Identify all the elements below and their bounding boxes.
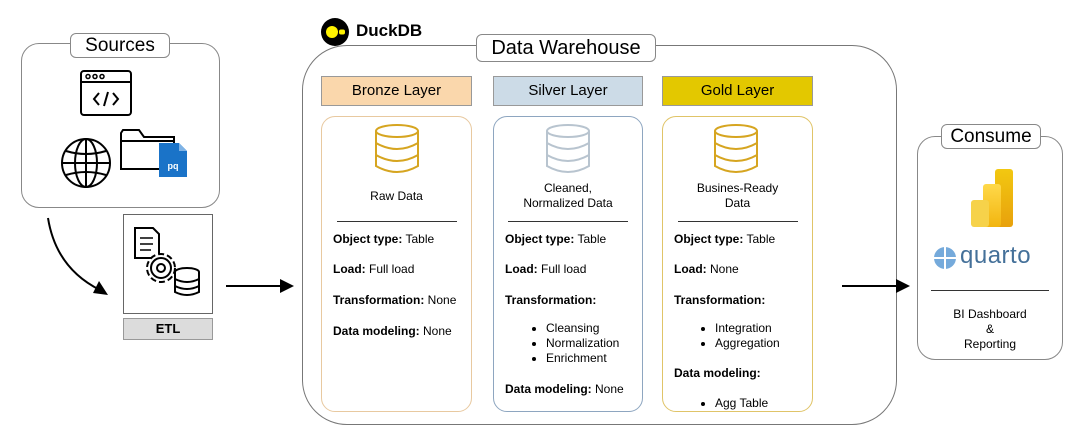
silver-layer-card xyxy=(493,116,643,412)
bronze-load: Load: Full load xyxy=(333,262,415,276)
gold-transformation: Transformation: xyxy=(674,293,766,307)
bronze-data-modeling: Data modeling: None xyxy=(333,324,452,338)
list-item: Cleansing xyxy=(546,321,619,336)
bronze-divider xyxy=(337,221,457,222)
bronze-database-icon xyxy=(375,124,419,173)
quarto-wordmark: quarto xyxy=(960,242,1032,269)
silver-description: Cleaned, Normalized Data xyxy=(523,181,613,210)
parquet-file-icon: pq xyxy=(159,143,187,177)
gold-modeling-list: Agg Table xyxy=(695,396,768,411)
list-item: Agg Table xyxy=(715,396,768,411)
globe-icon xyxy=(61,138,111,188)
gold-description: Busines-Ready Data xyxy=(696,181,779,210)
list-item: Enrichment xyxy=(546,351,619,366)
list-item: Normalization xyxy=(546,336,619,351)
gold-object-type: Object type: Table xyxy=(674,232,776,246)
silver-database-icon xyxy=(546,124,590,173)
gold-transformation-list: Integration Aggregation xyxy=(695,321,780,351)
silver-load: Load: Full load xyxy=(505,262,587,276)
etl-process-icon xyxy=(134,227,200,296)
duckdb-logo-icon xyxy=(321,18,349,46)
bronze-object-type: Object type: Table xyxy=(333,232,435,246)
gold-layer-card xyxy=(662,116,813,412)
bronze-layer-header: Bronze Layer xyxy=(321,76,472,106)
silver-divider xyxy=(508,221,628,222)
gold-load: Load: None xyxy=(674,262,739,276)
silver-layer-header: Silver Layer xyxy=(493,76,643,106)
silver-transformation-list: Cleansing Normalization Enrichment xyxy=(526,321,619,366)
silver-data-modeling: Data modeling: None xyxy=(505,382,624,396)
warehouse-title: Data Warehouse xyxy=(476,34,656,62)
power-bi-icon xyxy=(971,169,1013,227)
bronze-description: Raw Data xyxy=(370,189,423,203)
gold-database-icon xyxy=(714,124,758,173)
silver-object-type: Object type: Table xyxy=(505,232,607,246)
consume-title: Consume xyxy=(941,124,1041,149)
bronze-transformation: Transformation: None xyxy=(333,293,457,307)
consume-description: BI Dashboard & Reporting xyxy=(953,307,1027,351)
gold-divider xyxy=(678,221,798,222)
list-item: Aggregation xyxy=(715,336,780,351)
code-window-icon xyxy=(80,70,132,116)
bronze-layer-card xyxy=(321,116,472,412)
brand-name: DuckDB xyxy=(356,21,423,40)
silver-transformation: Transformation: xyxy=(505,293,597,307)
etl-label: ETL xyxy=(123,318,213,340)
list-item: Integration xyxy=(715,321,780,336)
sources-title: Sources xyxy=(70,33,170,58)
gold-data-modeling: Data modeling: xyxy=(674,366,761,380)
quarto-logo-icon xyxy=(934,247,956,269)
consume-divider xyxy=(931,290,1049,291)
svg-text:pq: pq xyxy=(168,161,179,171)
gold-layer-header: Gold Layer xyxy=(662,76,813,106)
